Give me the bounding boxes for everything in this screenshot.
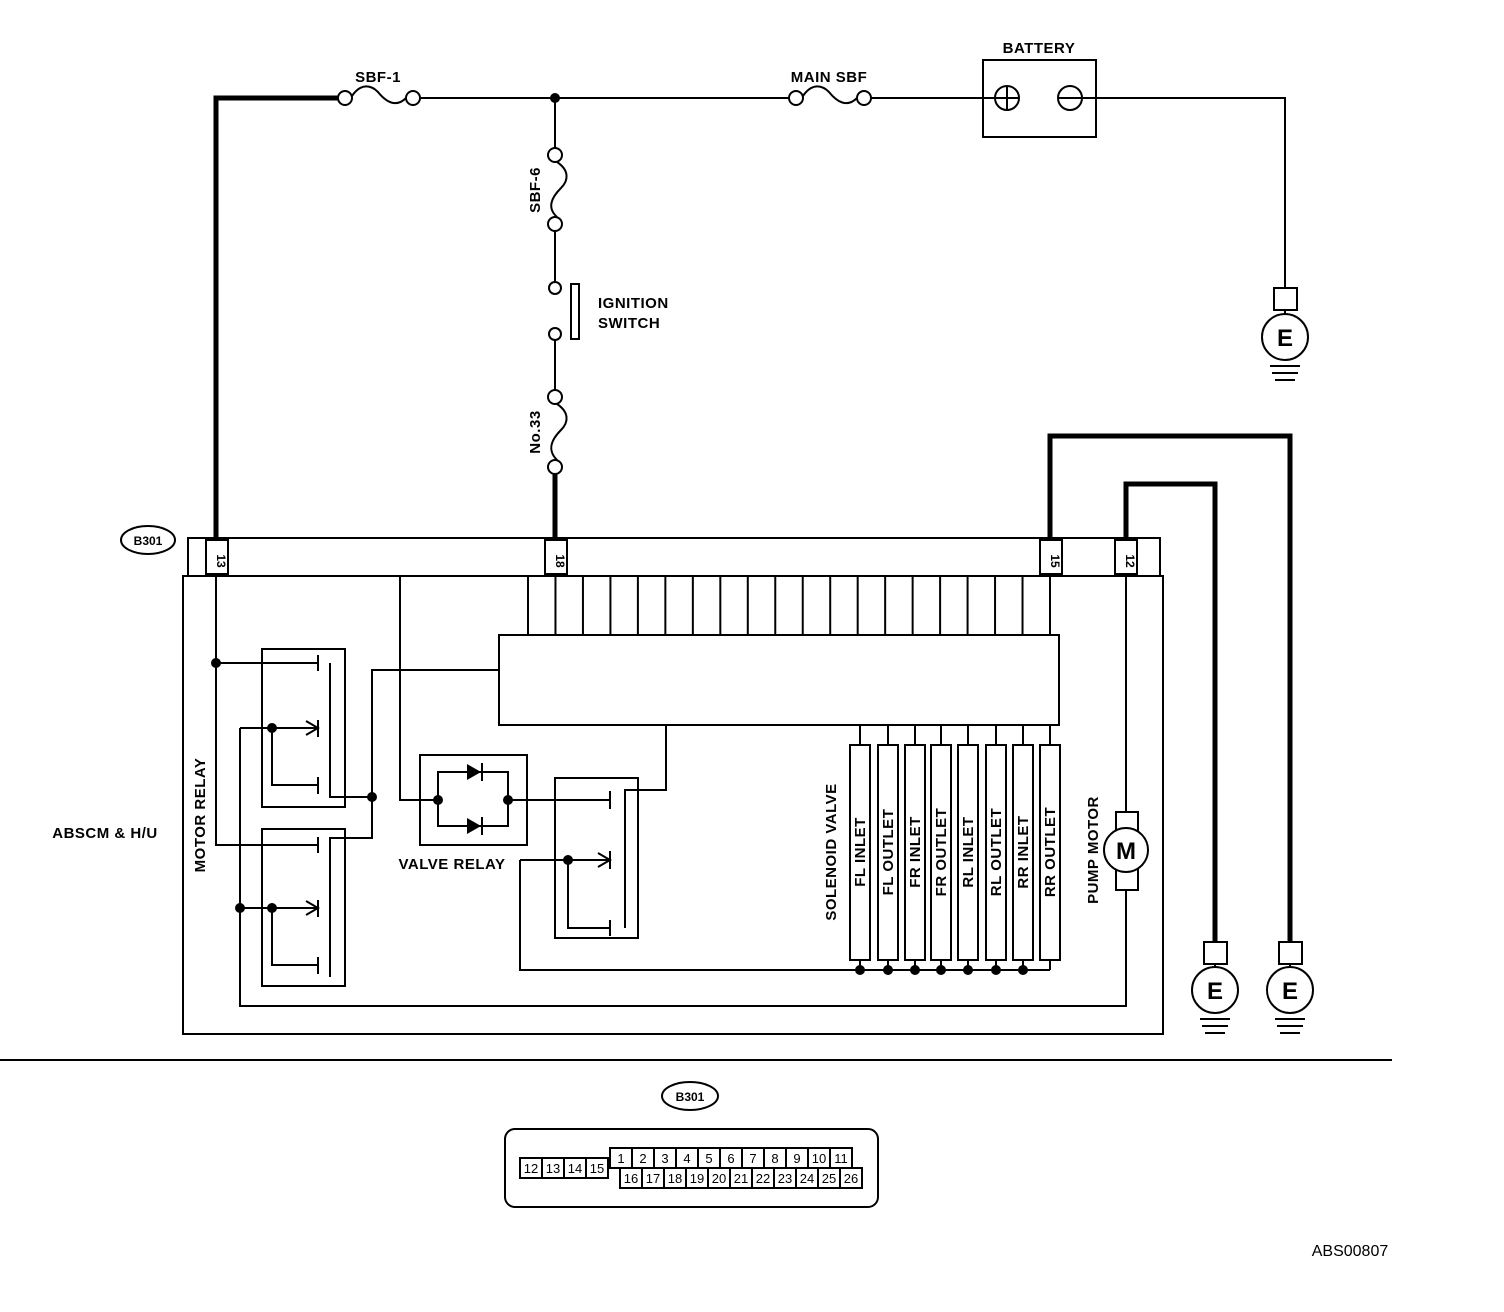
ignition-switch: IGNITION SWITCH (548, 281, 669, 341)
motor-symbol: M (1116, 838, 1136, 865)
solenoid-fr-outlet: FR OUTLET (930, 725, 952, 975)
solenoid-valves: SOLENOID VALVE FL INLET FL OUTLET FR INL… (823, 725, 1061, 975)
connector-pin-number: 13 (546, 1161, 560, 1176)
connector-pin-number: 6 (727, 1151, 734, 1166)
valve-relay: VALVE RELAY (399, 576, 1050, 971)
control-unit-block (498, 576, 1060, 726)
solenoid-fr-inlet: FR INLET (904, 725, 926, 975)
connector-pin-number: 23 (778, 1171, 792, 1186)
connector-view-id-badge (661, 1081, 719, 1111)
abscm-label: ABSCM & H/U (52, 825, 158, 842)
motor-relay-label: MOTOR RELAY (192, 758, 209, 873)
connector-pin-number: 1 (617, 1151, 624, 1166)
ground-symbol-label: E (1207, 978, 1223, 1005)
diode-icon (467, 818, 481, 834)
connector-b301-strip: B301 13 18 15 12 (120, 525, 1161, 577)
pin-15-cell (1039, 539, 1063, 575)
connector-pin-number: 2 (639, 1151, 646, 1166)
solenoid-label: FR INLET (907, 816, 924, 888)
connector-pin-number: 7 (749, 1151, 756, 1166)
ignition-switch-label-2: SWITCH (598, 315, 660, 332)
motor-relay: MOTOR RELAY (192, 576, 499, 987)
pump-motor-label: PUMP MOTOR (1085, 796, 1102, 904)
fuse-no-33-label: No.33 (527, 410, 544, 453)
pin-12-cell (1114, 539, 1138, 575)
ground-wire-pin-12 (1123, 481, 1218, 942)
solenoid-rl-outlet: RL OUTLET (985, 725, 1007, 975)
battery-label: BATTERY (1003, 40, 1076, 57)
diode-icon (467, 764, 481, 780)
ground-wire-pin-15 (1047, 433, 1293, 942)
ground-battery: E (1261, 287, 1309, 381)
pin-13-cell (205, 539, 229, 575)
connector-housing (504, 1128, 879, 1208)
solenoid-fl-inlet: FL INLET (849, 725, 871, 975)
motor-return-wire (239, 728, 1127, 1007)
pin-13-label: 13 (214, 554, 228, 568)
connector-pin-number: 24 (800, 1171, 814, 1186)
connector-pin-number: 11 (834, 1151, 848, 1166)
connector-pin-number: 9 (793, 1151, 800, 1166)
fuse-sbf-1: SBF-1 (337, 69, 421, 106)
solenoid-label: RR INLET (1015, 815, 1032, 888)
connector-id-badge (120, 525, 176, 555)
ignition-switch-label-1: IGNITION (598, 295, 669, 312)
solenoid-label: FR OUTLET (933, 808, 950, 897)
ground-pin-12: E (1191, 941, 1239, 1034)
solenoid-label: RL INLET (960, 816, 977, 887)
pin-15-label: 15 (1048, 554, 1062, 568)
connector-pin-number: 16 (624, 1171, 638, 1186)
connector-pin-number: 17 (646, 1171, 660, 1186)
battery: BATTERY (982, 40, 1097, 138)
solenoid-rr-outlet: RR OUTLET (1039, 725, 1061, 970)
connector-pin-number: 12 (524, 1161, 538, 1176)
connector-view-id-label: B301 (676, 1090, 705, 1104)
solenoid-fl-outlet: FL OUTLET (877, 725, 899, 975)
connector-pin-number: 18 (668, 1171, 682, 1186)
connector-pin-number: 20 (712, 1171, 726, 1186)
connector-pin-number: 26 (844, 1171, 858, 1186)
solenoid-label: FL INLET (852, 817, 869, 887)
connector-pin-number: 15 (590, 1161, 604, 1176)
fuse-sbf-6: SBF-6 (527, 147, 568, 232)
power-feed-wire (213, 93, 995, 540)
connector-id-label: B301 (134, 534, 163, 548)
connector-pin-number: 8 (771, 1151, 778, 1166)
solenoid-rl-inlet: RL INLET (957, 725, 979, 975)
connector-pin-number: 10 (812, 1151, 826, 1166)
fuse-sbf-6-label: SBF-6 (527, 167, 544, 213)
connector-pin-cell (585, 1157, 609, 1179)
solenoid-label: RL OUTLET (988, 808, 1005, 896)
fuse-main-sbf: MAIN SBF (788, 69, 872, 106)
connector-pin-number: 21 (734, 1171, 748, 1186)
connector-pin-number: 22 (756, 1171, 770, 1186)
pin-12-label: 12 (1123, 554, 1137, 568)
connector-pin-cell (839, 1167, 863, 1189)
fuse-no-33: No.33 (527, 389, 568, 475)
connector-pin-number: 4 (683, 1151, 690, 1166)
valve-relay-label: VALVE RELAY (399, 856, 506, 873)
connector-pin-number: 19 (690, 1171, 704, 1186)
battery-ground-wire (1082, 97, 1286, 288)
ground-pin-15: E (1266, 941, 1314, 1034)
fuse-main-sbf-label: MAIN SBF (791, 69, 868, 86)
connector-pin-number: 25 (822, 1171, 836, 1186)
connector-pin-number: 3 (661, 1151, 668, 1166)
connector-pin-number: 5 (705, 1151, 712, 1166)
solenoid-label: FL OUTLET (880, 809, 897, 896)
solenoid-label: RR OUTLET (1042, 807, 1059, 897)
solenoid-rr-inlet: RR INLET (1012, 725, 1034, 975)
pin-18-label: 18 (553, 554, 567, 568)
solenoid-valve-label: SOLENOID VALVE (823, 783, 840, 920)
ground-symbol-label: E (1277, 325, 1293, 352)
pump-motor: M PUMP MOTOR (1085, 576, 1149, 904)
connector-pin-number: 14 (568, 1161, 582, 1176)
ground-symbol-label: E (1282, 978, 1298, 1005)
pin-18-cell (544, 539, 568, 575)
figure-id: ABS00807 (1312, 1243, 1389, 1260)
abscm-module-frame (182, 575, 1164, 1035)
fuse-sbf-1-label: SBF-1 (355, 69, 401, 86)
